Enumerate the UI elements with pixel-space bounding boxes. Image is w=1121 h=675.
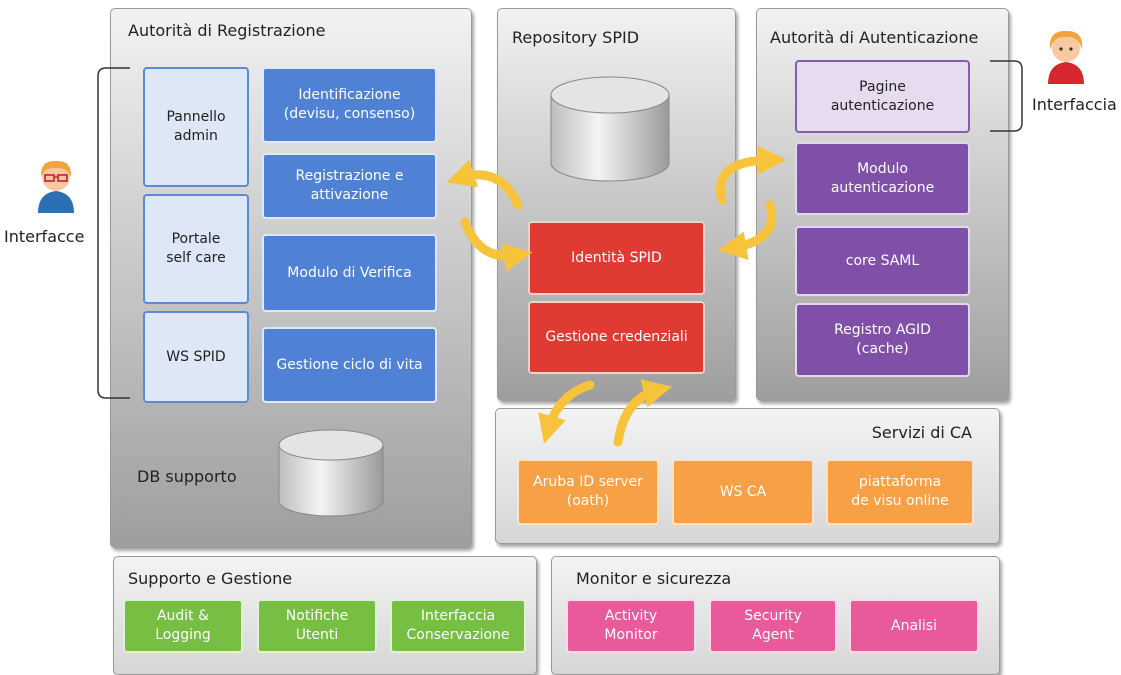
- interfaccia-label: Interfaccia: [1032, 95, 1117, 114]
- portale-self-care-box: Portale self care: [143, 194, 249, 304]
- arrow-repo-to-registrazione: [446, 159, 523, 210]
- supporto-panel: Supporto e Gestione Audit & Logging Noti…: [113, 556, 537, 675]
- user-icon-left: [38, 160, 74, 213]
- identificazione-box: Identificazione (devisu, consenso): [262, 67, 437, 143]
- pannello-admin-box: Pannello admin: [143, 67, 249, 187]
- gestione-credenziali-box: Gestione credenziali: [528, 301, 705, 374]
- activity-monitor-box: Activity Monitor: [566, 599, 696, 653]
- repository-title: Repository SPID: [512, 28, 640, 47]
- supporto-title: Supporto e Gestione: [128, 569, 293, 588]
- identita-spid-box: Identità SPID: [528, 221, 705, 295]
- pagine-autenticazione-box: Pagine autenticazione: [795, 60, 970, 133]
- gestione-ciclo-vita-box: Gestione ciclo di vita: [262, 327, 437, 403]
- servizi-ca-title: Servizi di CA: [871, 423, 972, 442]
- registrazione-title: Autorità di Registrazione: [128, 21, 326, 40]
- arrow-auth-to-repo: [717, 200, 777, 260]
- db-supporto-label: DB supporto: [137, 467, 237, 486]
- registrazione-attivazione-box: Registrazione e attivazione: [262, 153, 437, 219]
- ws-spid-box: WS SPID: [143, 311, 249, 403]
- user-icon-right: [1048, 30, 1084, 84]
- notifiche-utenti-box: Notifiche Utenti: [257, 599, 377, 653]
- piattaforma-de-visu-box: piattaforma de visu online: [826, 459, 974, 525]
- interfacce-bracket: [97, 67, 130, 399]
- modulo-autenticazione-box: Modulo autenticazione: [795, 142, 970, 215]
- autenticazione-title: Autorità di Autenticazione: [770, 28, 979, 47]
- monitor-panel: Monitor e sicurezza Activity Monitor Sec…: [551, 556, 1000, 675]
- arrow-repo-to-ca: [538, 380, 595, 444]
- arrow-repo-to-auth: [716, 145, 787, 205]
- repository-cylinder: [550, 76, 670, 182]
- arrow-ca-to-repo: [613, 379, 672, 447]
- registrazione-panel: Autorità di Registrazione Pannello admin…: [110, 8, 472, 548]
- autenticazione-panel: Autorità di Autenticazione Pagine autent…: [756, 8, 1009, 401]
- interfacce-label: Interfacce: [4, 227, 85, 246]
- analisi-box: Analisi: [849, 599, 979, 653]
- monitor-title: Monitor e sicurezza: [576, 569, 732, 588]
- registro-agid-box: Registro AGID (cache): [795, 303, 970, 377]
- interfaccia-bracket: [990, 60, 1023, 132]
- servizi-ca-panel: Servizi di CA Aruba ID server (oath) WS …: [495, 408, 1000, 544]
- repository-panel: Repository SPID Identità SPID Gestione c…: [497, 8, 736, 401]
- arrow-registrazione-to-repo: [460, 217, 533, 272]
- db-supporto-cylinder: [278, 429, 384, 517]
- ws-ca-box: WS CA: [672, 459, 814, 525]
- modulo-verifica-box: Modulo di Verifica: [262, 234, 437, 312]
- audit-logging-box: Audit & Logging: [123, 599, 243, 653]
- aruba-id-server-box: Aruba ID server (oath): [517, 459, 659, 525]
- security-agent-box: Security Agent: [709, 599, 837, 653]
- interfaccia-conservazione-box: Interfaccia Conservazione: [390, 599, 526, 653]
- core-saml-box: core SAML: [795, 226, 970, 296]
